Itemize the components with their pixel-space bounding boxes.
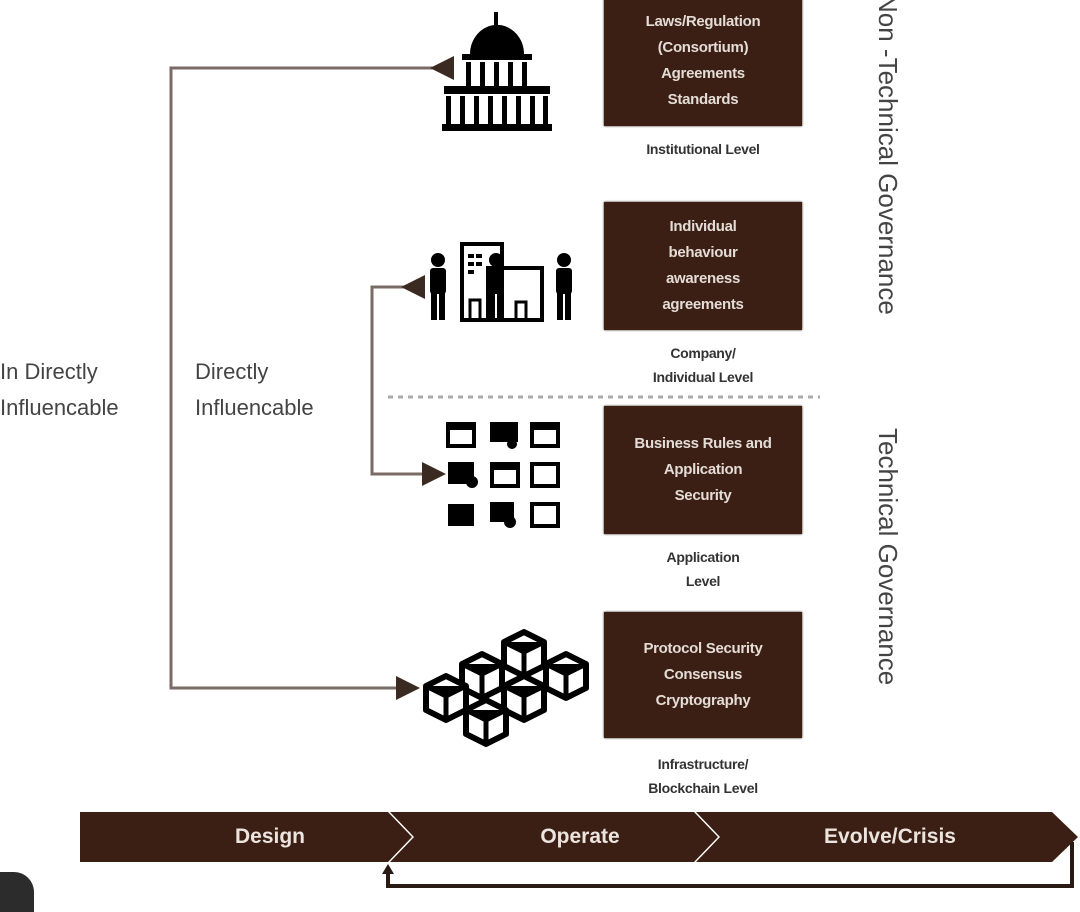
phase-operate: Operate xyxy=(540,825,620,848)
application-level-label: Application Level xyxy=(604,545,802,593)
indirect-bracket-line xyxy=(169,56,454,700)
level-line: Institutional Level xyxy=(646,141,760,157)
institutional-level-label: Institutional Level xyxy=(604,137,802,161)
phase-design: Design xyxy=(234,825,305,848)
label-line: Influencable xyxy=(0,395,119,420)
level-line: Level xyxy=(685,573,721,589)
non-technical-governance-label: Non -Technical Governance xyxy=(873,0,903,315)
level-line: Blockchain Level xyxy=(648,780,758,796)
institutional-box: Laws/Regulation (Consortium) Agreements … xyxy=(604,0,802,126)
phase-evolve-crisis: Evolve/Crisis xyxy=(824,825,956,848)
phase-chevron-evolve xyxy=(696,812,1078,862)
box-line: awareness xyxy=(665,270,741,287)
company-box: Individual behaviour awareness agreement… xyxy=(604,202,802,330)
phase-chevron-operate xyxy=(390,812,718,862)
box-line: Standards xyxy=(667,91,739,108)
technical-governance-label: Technical Governance xyxy=(873,428,903,686)
box-line: Agreements xyxy=(661,65,745,82)
box-line: Business Rules and xyxy=(634,435,772,452)
infrastructure-level-label: Infrastructure/ Blockchain Level xyxy=(604,752,802,800)
phase-chevron-design xyxy=(80,812,412,862)
people-company-icon xyxy=(430,242,572,322)
box-line: (Consortium) xyxy=(657,39,749,56)
level-line: Application xyxy=(666,549,740,565)
box-line: Consensus xyxy=(663,666,743,683)
box-line: Application xyxy=(663,461,743,478)
label-line: In Directly xyxy=(0,359,98,384)
box-line: Security xyxy=(674,487,732,504)
box-line: Protocol Security xyxy=(643,640,763,657)
label-line: Influencable xyxy=(195,395,314,420)
blockchain-cubes-icon xyxy=(423,629,589,747)
box-line: behaviour xyxy=(668,244,738,261)
connector-lines xyxy=(169,56,1074,888)
directly-influencable-label: Directly Influencable xyxy=(195,354,314,426)
application-grid-icon xyxy=(446,422,560,528)
indirectly-influencable-label: In Directly Influencable xyxy=(0,354,119,426)
capitol-building-icon xyxy=(442,12,552,131)
corner-fragment xyxy=(0,872,34,912)
application-box: Business Rules and Application Security xyxy=(604,406,802,534)
direct-bracket-line xyxy=(370,275,446,486)
level-line: Company/ xyxy=(670,345,736,361)
company-level-label: Company/ Individual Level xyxy=(604,341,802,389)
label-line: Directly xyxy=(195,359,269,384)
phase-chevrons xyxy=(80,812,1078,862)
box-line: Cryptography xyxy=(655,692,751,709)
level-line: Infrastructure/ xyxy=(657,756,749,772)
box-line: agreements xyxy=(662,296,744,313)
feedback-loop-line xyxy=(386,842,1074,888)
infrastructure-box: Protocol Security Consensus Cryptography xyxy=(604,612,802,738)
box-line: Individual xyxy=(669,218,737,235)
level-line: Individual Level xyxy=(652,369,754,385)
box-line: Laws/Regulation xyxy=(645,13,761,30)
